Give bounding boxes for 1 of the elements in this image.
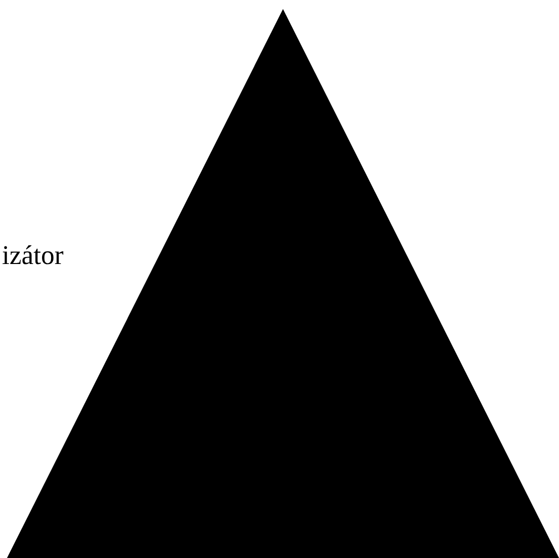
label-text: izátor bbox=[2, 240, 64, 271]
